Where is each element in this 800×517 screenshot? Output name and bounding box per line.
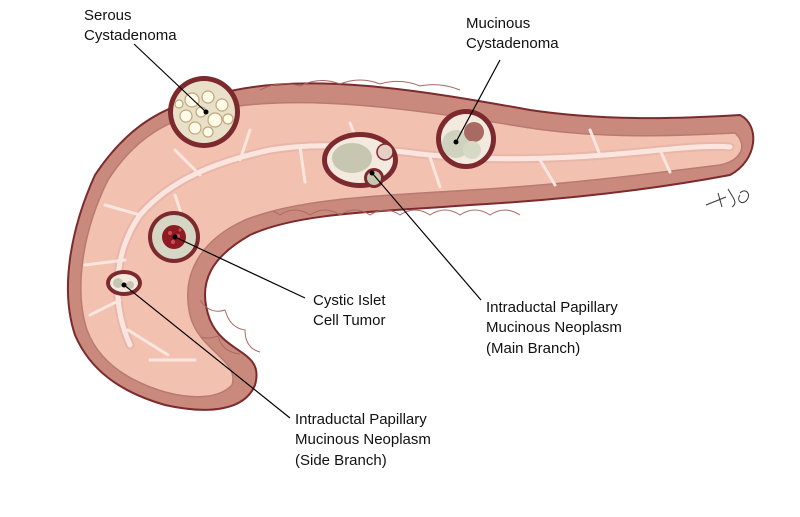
ipmn-main-branch: [322, 132, 398, 188]
label-line: Cell Tumor: [313, 312, 386, 329]
label-line: Intraductal Papillary: [486, 299, 618, 316]
mucinous-cystadenoma: [436, 109, 496, 169]
label-serous-cystadenoma: Serous Cystadenoma: [84, 7, 177, 44]
label-line: Intraductal Papillary: [295, 411, 427, 428]
label-cystic-islet-cell-tumor: Cystic Islet Cell Tumor: [313, 292, 390, 329]
label-line: Cystadenoma: [84, 27, 177, 44]
label-ipmn-side-branch: Intraductal Papillary Mucinous Neoplasm …: [295, 411, 435, 469]
label-line: Cystic Islet: [313, 292, 386, 309]
label-mucinous-cystadenoma: Mucinous Cystadenoma: [466, 15, 559, 52]
label-line: Serous: [84, 7, 132, 24]
label-line: (Main Branch): [486, 340, 580, 357]
artist-signature: [705, 188, 749, 208]
pancreas-parenchyma: [80, 101, 743, 398]
label-ipmn-main-branch: Intraductal Papillary Mucinous Neoplasm …: [486, 299, 626, 357]
label-line: Mucinous Neoplasm: [295, 431, 431, 448]
lobule-texture: [189, 79, 521, 355]
label-line: Cystadenoma: [466, 35, 559, 52]
label-line: (Side Branch): [295, 452, 387, 469]
leader-lines: [121, 43, 501, 419]
label-line: Mucinous Neoplasm: [486, 319, 622, 336]
label-line: Mucinous: [466, 15, 530, 32]
